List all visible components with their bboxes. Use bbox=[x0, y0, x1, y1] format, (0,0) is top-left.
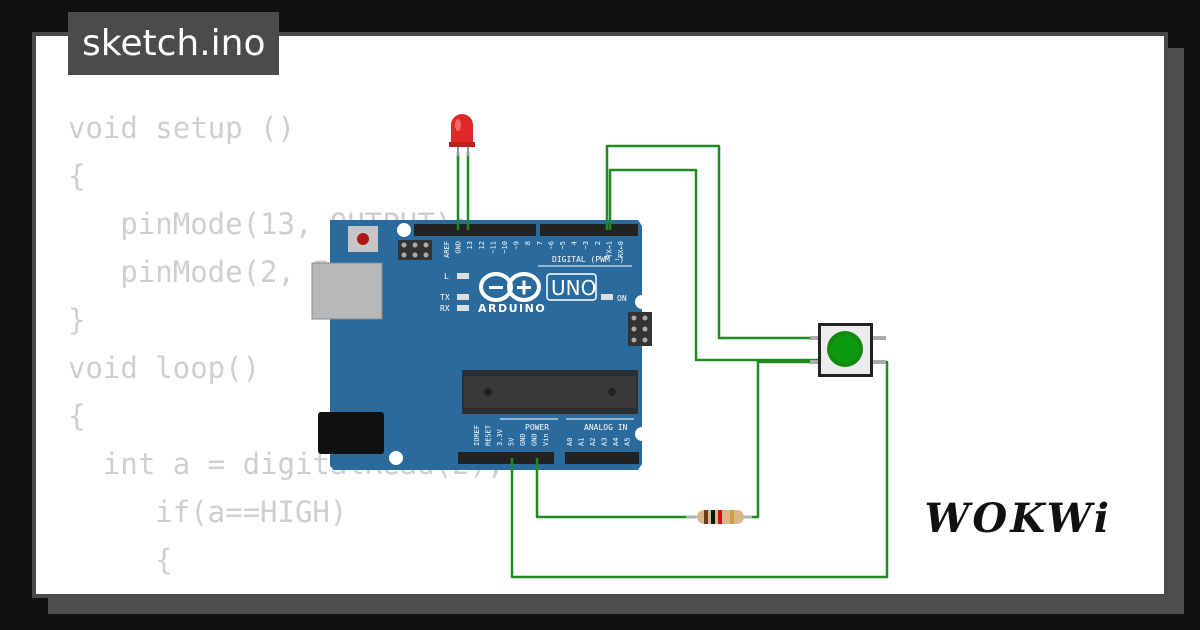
pin-label: ~11 bbox=[489, 241, 497, 254]
push-button[interactable] bbox=[810, 323, 886, 377]
pin-label: AREF bbox=[443, 241, 451, 258]
power-jack bbox=[318, 412, 384, 454]
wire-button-resistor bbox=[744, 360, 820, 519]
pin-label: GND bbox=[519, 433, 527, 446]
digital-header bbox=[414, 224, 536, 236]
pin-label: ~5 bbox=[559, 241, 567, 249]
arduino-logo-icon bbox=[479, 272, 541, 302]
code-line: { bbox=[68, 159, 86, 193]
pin-label: RESET bbox=[485, 424, 493, 446]
pin-label: A2 bbox=[589, 438, 597, 446]
pin-label: GND bbox=[455, 241, 463, 254]
pin-label: ~6 bbox=[547, 241, 555, 249]
code-line: if(a==HIGH) bbox=[68, 495, 348, 529]
pin-label: GND bbox=[531, 433, 539, 446]
pin-label: A3 bbox=[601, 438, 609, 446]
pin-label: 2 bbox=[594, 241, 602, 245]
wire-pin2-button-b bbox=[608, 168, 820, 362]
pin-label: IOREF bbox=[473, 425, 481, 446]
wokwi-logo: WOKWi bbox=[924, 495, 1112, 542]
pin-label: ~10 bbox=[501, 241, 509, 254]
pin-label: 5V bbox=[508, 437, 516, 446]
pin-label: 3.3V bbox=[496, 428, 504, 446]
pin-label: 12 bbox=[478, 241, 486, 249]
on-label: ON bbox=[617, 294, 627, 303]
code-line: { bbox=[68, 543, 173, 577]
pin-label: 4 bbox=[571, 241, 579, 245]
red-led[interactable] bbox=[449, 114, 475, 156]
filename-tab[interactable]: sketch.ino bbox=[68, 12, 280, 75]
pin-label: ~3 bbox=[582, 241, 590, 249]
pin-label: A5 bbox=[624, 438, 632, 446]
pin-label: ~9 bbox=[513, 241, 521, 249]
pin-label: TX→1 bbox=[605, 241, 613, 258]
atmega-chip bbox=[462, 370, 638, 414]
pin-label: A4 bbox=[612, 438, 620, 446]
l-label: L bbox=[444, 272, 449, 281]
tx-label: TX bbox=[440, 293, 450, 302]
pin-label: A0 bbox=[566, 438, 574, 446]
pin-label: A1 bbox=[578, 438, 586, 446]
pin-label: RX←0 bbox=[617, 241, 625, 258]
code-line: } bbox=[68, 303, 86, 337]
wire-resistor-gnd bbox=[535, 458, 696, 519]
resistor[interactable] bbox=[686, 510, 752, 524]
wire-pin2-button-a bbox=[605, 144, 820, 340]
power-header bbox=[458, 452, 554, 464]
code-line: { bbox=[68, 399, 86, 433]
arduino-wordmark: ARDUINO bbox=[478, 302, 546, 315]
pin-label: Vin bbox=[542, 433, 550, 446]
analog-label: ANALOG IN bbox=[584, 423, 628, 432]
rx-label: RX bbox=[440, 304, 450, 313]
analog-header bbox=[565, 452, 639, 464]
pin-label: 13 bbox=[466, 241, 474, 249]
code-line: digitalWrite(13, HIGH); bbox=[68, 584, 592, 594]
usb-connector bbox=[311, 262, 383, 320]
project-card[interactable]: void setup (){ pinMode(13, OUTPUT); pinM… bbox=[32, 32, 1168, 598]
digital-label: DIGITAL (PWM ~) bbox=[552, 255, 624, 264]
pin-label: 7 bbox=[536, 241, 544, 245]
code-line: void loop() bbox=[68, 351, 261, 385]
pin-label: 8 bbox=[524, 241, 532, 245]
power-label: POWER bbox=[525, 423, 549, 432]
code-line: void setup () bbox=[68, 111, 295, 145]
uno-label: UNO bbox=[551, 276, 596, 300]
